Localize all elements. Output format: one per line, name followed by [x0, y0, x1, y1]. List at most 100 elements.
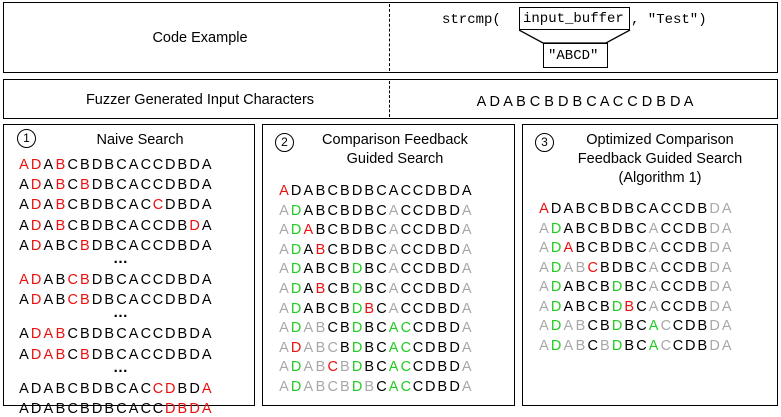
- sequence-char: D: [709, 318, 721, 334]
- sequence-char: D: [709, 337, 721, 354]
- sequence-char: B: [364, 183, 375, 199]
- sequence-char: D: [30, 346, 42, 363]
- sequence-char: C: [412, 281, 424, 297]
- panel-comparison-feedback: [262, 124, 515, 406]
- sequence-char: C: [327, 379, 339, 395]
- sequence-char: A: [128, 401, 139, 417]
- sequence-char: D: [30, 197, 42, 214]
- sequence-char: D: [351, 241, 363, 258]
- sequence-char: D: [424, 300, 436, 317]
- sequence-char: C: [116, 292, 127, 309]
- sequence-char: D: [550, 220, 562, 237]
- sequence-char: A: [461, 281, 472, 297]
- sequence-char: A: [43, 197, 54, 214]
- sequence-char: C: [400, 202, 412, 219]
- sequence-char: A: [388, 300, 399, 317]
- sequence-char: C: [140, 380, 152, 397]
- sequence-char: A: [201, 292, 212, 309]
- sequence-char: D: [91, 380, 103, 397]
- sequence-char: B: [177, 157, 188, 173]
- sequence-char: B: [55, 380, 66, 397]
- sequence-char: C: [327, 300, 339, 317]
- sequence-char: B: [315, 261, 326, 278]
- sequence-char: C: [672, 318, 684, 334]
- sequence-char: C: [376, 281, 387, 297]
- sequence-char: A: [279, 241, 290, 258]
- sequence-char: D: [189, 217, 201, 234]
- sequence-char: A: [461, 379, 472, 395]
- sequence-char: A: [279, 320, 290, 337]
- sequence-char: C: [400, 320, 412, 337]
- sequence-char: C: [400, 261, 412, 278]
- sequence-char: A: [461, 222, 472, 239]
- fuzzer-characters: A D A B C B D B C A C C D B D A: [476, 94, 694, 110]
- sequence-char: B: [364, 300, 375, 317]
- sequence-char: D: [550, 259, 562, 276]
- sequence-char: D: [550, 337, 562, 354]
- sequence-char: A: [563, 259, 574, 276]
- sequence-char: A: [539, 298, 550, 315]
- sequence-char: A: [279, 222, 290, 239]
- sequence-char: B: [55, 157, 66, 173]
- sequence-char: B: [104, 157, 115, 173]
- sequence-char: A: [388, 379, 399, 395]
- sequence-char: A: [279, 300, 290, 317]
- sequence-char: B: [104, 380, 115, 397]
- sequence-char: B: [575, 220, 586, 237]
- sequence-char: D: [449, 300, 461, 317]
- sequence-char: C: [116, 272, 127, 288]
- sequence-char: A: [648, 240, 659, 256]
- sequence-char: A: [43, 380, 54, 397]
- sequence-char: D: [91, 177, 103, 194]
- fuzzer-divider: [389, 81, 390, 117]
- sequence-char: D: [684, 201, 696, 217]
- sequence-char: B: [600, 240, 611, 256]
- code-suffix: , "Test"): [631, 12, 707, 28]
- sequence-char: B: [80, 237, 91, 254]
- sequence-char: A: [721, 240, 732, 256]
- sequence-char: B: [315, 320, 326, 337]
- sequence-char: B: [437, 261, 448, 278]
- sequence-char: C: [140, 292, 152, 309]
- sequence-char: B: [177, 401, 188, 417]
- sequence-char: A: [539, 240, 550, 256]
- sequence-char: B: [80, 217, 91, 234]
- sequence-char: C: [152, 157, 164, 173]
- sequence-char: D: [30, 157, 42, 173]
- sequence-char: B: [80, 272, 91, 288]
- sequence-char: B: [315, 183, 326, 199]
- sequence-char: B: [55, 292, 66, 309]
- sequence-char: C: [67, 380, 79, 397]
- sequence-char: A: [128, 237, 139, 254]
- sequence-char: C: [67, 157, 79, 173]
- sequence-char: B: [600, 220, 611, 237]
- sequence-char: D: [611, 240, 623, 256]
- sequence-char: B: [697, 279, 708, 295]
- sequence-char: C: [327, 281, 339, 297]
- sequence-char: D: [449, 339, 461, 356]
- sequence-char: A: [388, 261, 399, 278]
- sequence-char: C: [376, 222, 387, 239]
- sequence-char: A: [721, 318, 732, 334]
- sequence-char: B: [575, 318, 586, 334]
- sequence-char: C: [116, 157, 127, 173]
- sequence-char: D: [709, 298, 721, 315]
- sequence-char: B: [315, 222, 326, 239]
- sequence-char: A: [303, 281, 314, 297]
- sequence-char: B: [575, 337, 586, 354]
- sequence-char: D: [550, 240, 562, 256]
- sequence-char: B: [104, 197, 115, 214]
- sequence-char: C: [140, 346, 152, 363]
- sequence-char: A: [201, 177, 212, 194]
- sequence-char: B: [340, 261, 351, 278]
- sequence-char: C: [660, 337, 672, 354]
- sequence-char: D: [290, 339, 302, 356]
- sequence-char: B: [104, 292, 115, 309]
- sequence-char: D: [550, 201, 562, 217]
